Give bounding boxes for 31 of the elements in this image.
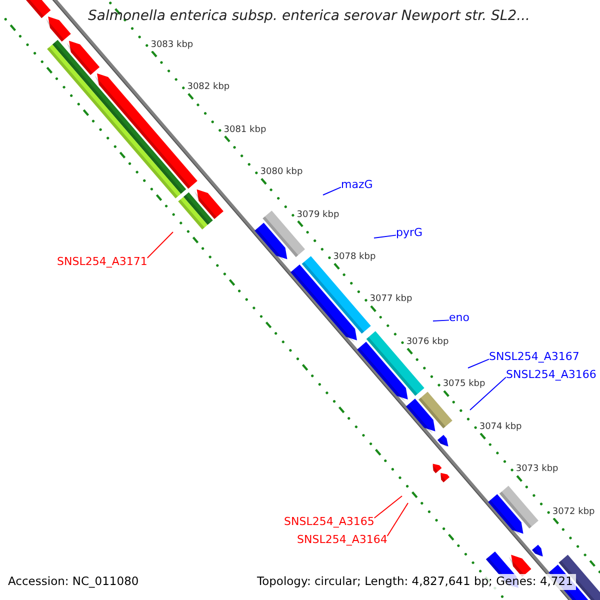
accession-text: Accession: NC_011080	[7, 574, 140, 590]
gene-label: eno	[449, 311, 470, 324]
tick-label: 3079 kbp	[296, 210, 340, 220]
gene-label: SNSL254_A3166	[506, 368, 596, 382]
gene-label: SNSL254_A3164	[297, 533, 388, 546]
leader-line	[322, 186, 342, 196]
tick-label: 3083 kbp	[150, 40, 194, 51]
map-title: Salmonella enterica subsp. enterica serovar Newport str. SL2...	[88, 8, 530, 25]
tick-label: 3073 kbp	[516, 464, 558, 476]
tick-label: 3080 kbp	[260, 167, 303, 178]
leader-line	[432, 320, 450, 322]
gene-label: pyrG	[396, 226, 423, 240]
gene-label: SNSL254_A3165	[284, 515, 374, 528]
tick-label: 3074 kbp	[479, 422, 522, 433]
gene-label: mazG	[341, 178, 373, 192]
tick-label: 3078 kbp	[333, 252, 376, 263]
leader-line	[386, 502, 408, 536]
gene-label: SNSL254_A3171	[57, 255, 148, 268]
tick-label: 3075 kbp	[442, 379, 486, 390]
leader-line	[470, 376, 506, 410]
leader-line	[468, 358, 490, 368]
tick-label: 3076 kbp	[406, 336, 449, 348]
gene-label: SNSL254_A3167	[489, 350, 580, 364]
leader-line	[374, 496, 402, 518]
tick-label: 3077 kbp	[370, 294, 412, 306]
tick-label: 3072 kbp	[552, 506, 595, 518]
leader-line	[374, 234, 396, 238]
genome-summary-text: Topology: circular; Length: 4,827,641 bp; Genes: 4,721	[254, 574, 576, 590]
leader-line	[146, 232, 174, 258]
tick-label: 3082 kbp	[187, 82, 230, 94]
tick-label: 3081 kbp	[224, 124, 266, 136]
